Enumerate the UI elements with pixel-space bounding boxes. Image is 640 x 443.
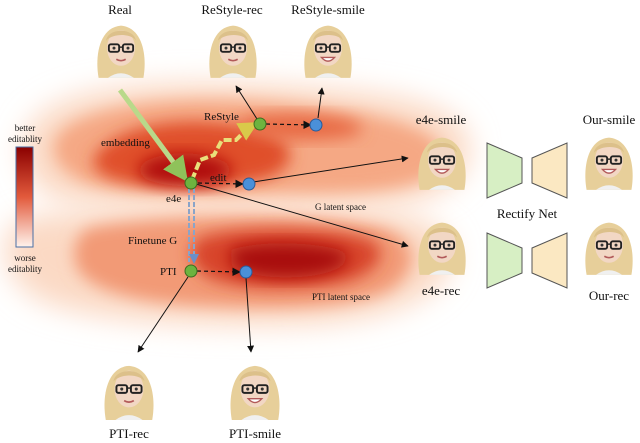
legend-top-line2: editablity [8, 134, 42, 144]
node-pti [184, 264, 198, 278]
arrow-to-pti-rec [137, 276, 189, 353]
label-finetune: Finetune G [128, 235, 177, 247]
decoder-rec [531, 232, 568, 289]
embedding-arrow [117, 88, 188, 183]
face-restyle-smile: ReStyle-smile [291, 2, 365, 79]
face-real: Real [96, 2, 146, 79]
arrow-to-e4e-smile [252, 155, 409, 183]
rectify-net: Rectify Net [486, 142, 568, 289]
label-embedding: embedding [101, 137, 150, 149]
face-real-label: Real [108, 2, 132, 17]
arrow-to-restyle-rec [235, 85, 258, 120]
legend-bottom-line2: editablity [8, 264, 42, 274]
editability-legend: better editablity worse editablity [8, 123, 42, 274]
pti-latent-heatmap [4, 205, 453, 326]
node-e4e-smile [242, 177, 256, 191]
label-g-latent: G latent space [315, 202, 366, 212]
arrow-to-e4e-rec [195, 183, 409, 248]
face-pti-rec-label: PTI-rec [109, 426, 149, 441]
legend-top-line1: better [15, 123, 36, 133]
legend-bottom-line1: worse [14, 253, 36, 263]
face-restyle-rec-label: ReStyle-rec [201, 2, 263, 17]
node-pti-smile [239, 265, 253, 279]
node-restyle [253, 117, 267, 131]
label-e4e: e4e [166, 193, 181, 205]
label-pti: PTI [160, 266, 177, 278]
face-our-smile-label: Our-smile [583, 112, 636, 127]
edit-arrow-e4e [197, 179, 244, 189]
label-restyle: ReStyle [204, 111, 239, 123]
legend-gradient-bar [15, 146, 34, 248]
node-restyle-smile [309, 118, 323, 132]
encoder-smile [486, 142, 523, 199]
face-restyle-rec: ReStyle-rec [201, 2, 263, 79]
edit-arrow-pti [196, 267, 241, 277]
face-e4e-rec: e4e-rec [417, 221, 467, 298]
face-e4e-smile-label: e4e-smile [416, 112, 467, 127]
edit-arrow-restyle [265, 120, 312, 130]
encoder-rec [486, 232, 523, 289]
rectify-net-label: Rectify Net [497, 206, 558, 221]
face-e4e-smile: e4e-smile [416, 112, 467, 191]
node-e4e [184, 176, 198, 190]
decoder-smile [531, 142, 568, 199]
arrow-to-restyle-smile [317, 87, 325, 119]
face-pti-rec: PTI-rec [103, 364, 155, 441]
label-edit: edit [210, 172, 227, 184]
face-our-rec-label: Our-rec [589, 288, 629, 303]
restyle-path [190, 122, 259, 181]
face-our-smile: Our-smile [583, 112, 636, 191]
face-pti-smile: PTI-smile [229, 364, 281, 441]
face-pti-smile-label: PTI-smile [229, 426, 281, 441]
face-our-rec: Our-rec [584, 221, 634, 303]
face-e4e-rec-label: e4e-rec [422, 283, 460, 298]
arrow-to-pti-smile [245, 277, 255, 353]
label-pti-latent: PTI latent space [312, 292, 370, 302]
face-restyle-smile-label: ReStyle-smile [291, 2, 365, 17]
